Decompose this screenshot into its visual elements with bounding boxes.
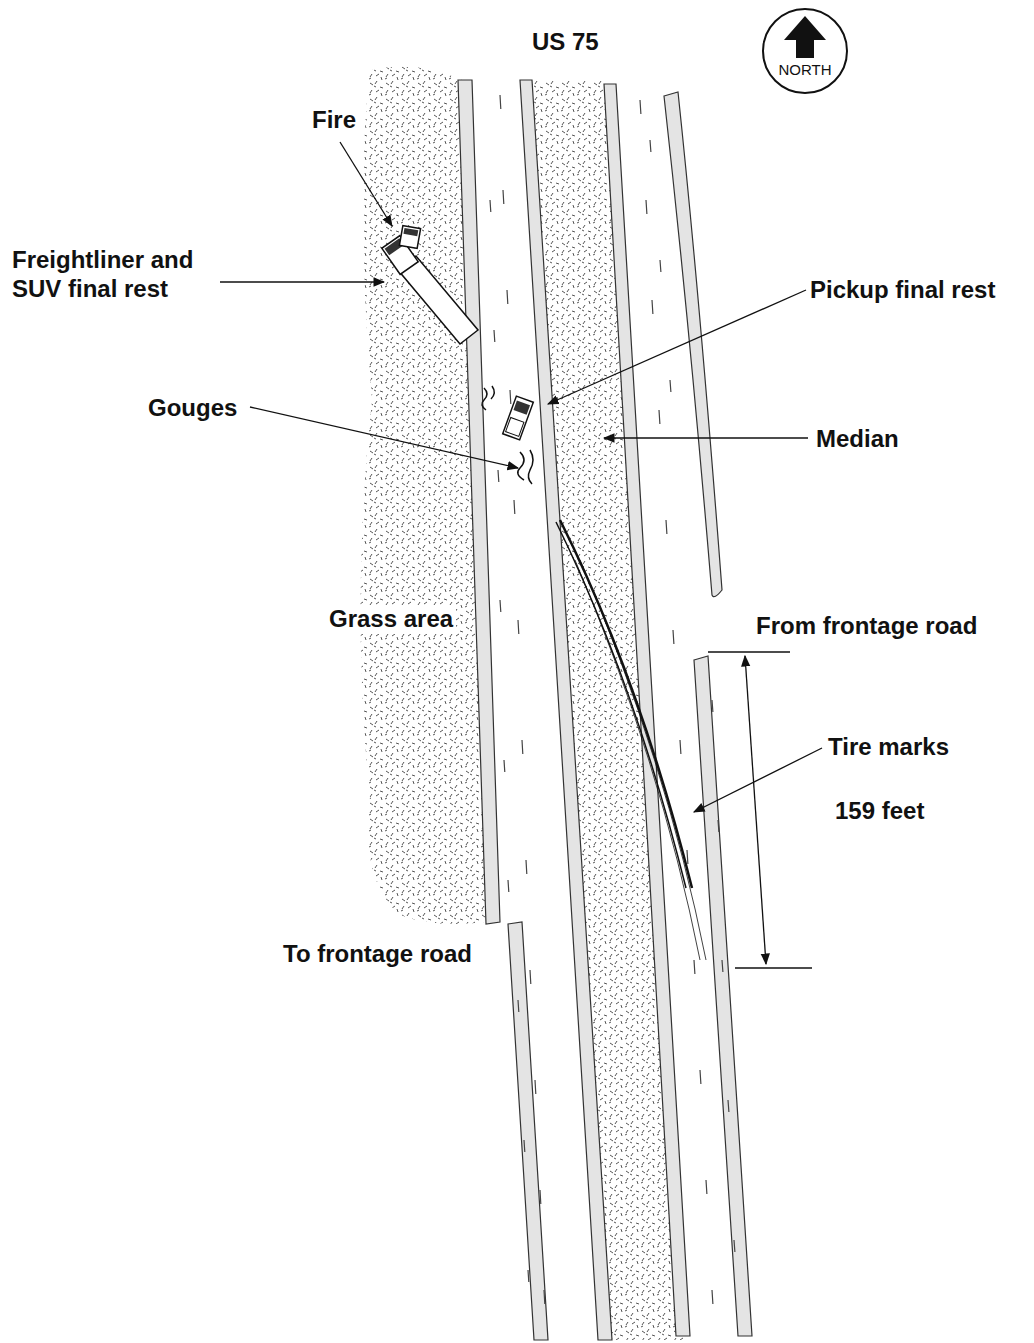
median-label: Median	[816, 425, 899, 454]
north-arrow	[763, 9, 847, 93]
final-rest-label: Freightliner and SUV final rest	[12, 246, 227, 304]
lane-dashes	[490, 95, 735, 1304]
north-indicator: NORTH	[763, 9, 847, 93]
final-rest-label: Pickup final rest	[810, 276, 995, 305]
suv	[399, 226, 420, 249]
gouge-label: Gouges	[148, 394, 237, 423]
dimension-label: 159 feet	[835, 797, 924, 826]
fire-label: Fire	[312, 106, 356, 135]
ramp-label: From frontage road	[756, 612, 977, 641]
area-label: Grass area	[326, 605, 456, 634]
compass-label: NORTH	[763, 61, 847, 78]
ramp-label: To frontage road	[283, 940, 472, 969]
dimension-159	[708, 652, 812, 968]
gouges	[482, 386, 533, 484]
tire-mark-label: Tire marks	[828, 733, 949, 762]
median-grass	[528, 80, 686, 1340]
tire-marks	[556, 520, 706, 960]
road-name: US 75	[532, 28, 599, 57]
pickup-truck	[503, 396, 534, 440]
road-edges	[458, 80, 752, 1340]
leader-lines	[220, 142, 822, 812]
freightliner-trailer	[398, 256, 478, 344]
